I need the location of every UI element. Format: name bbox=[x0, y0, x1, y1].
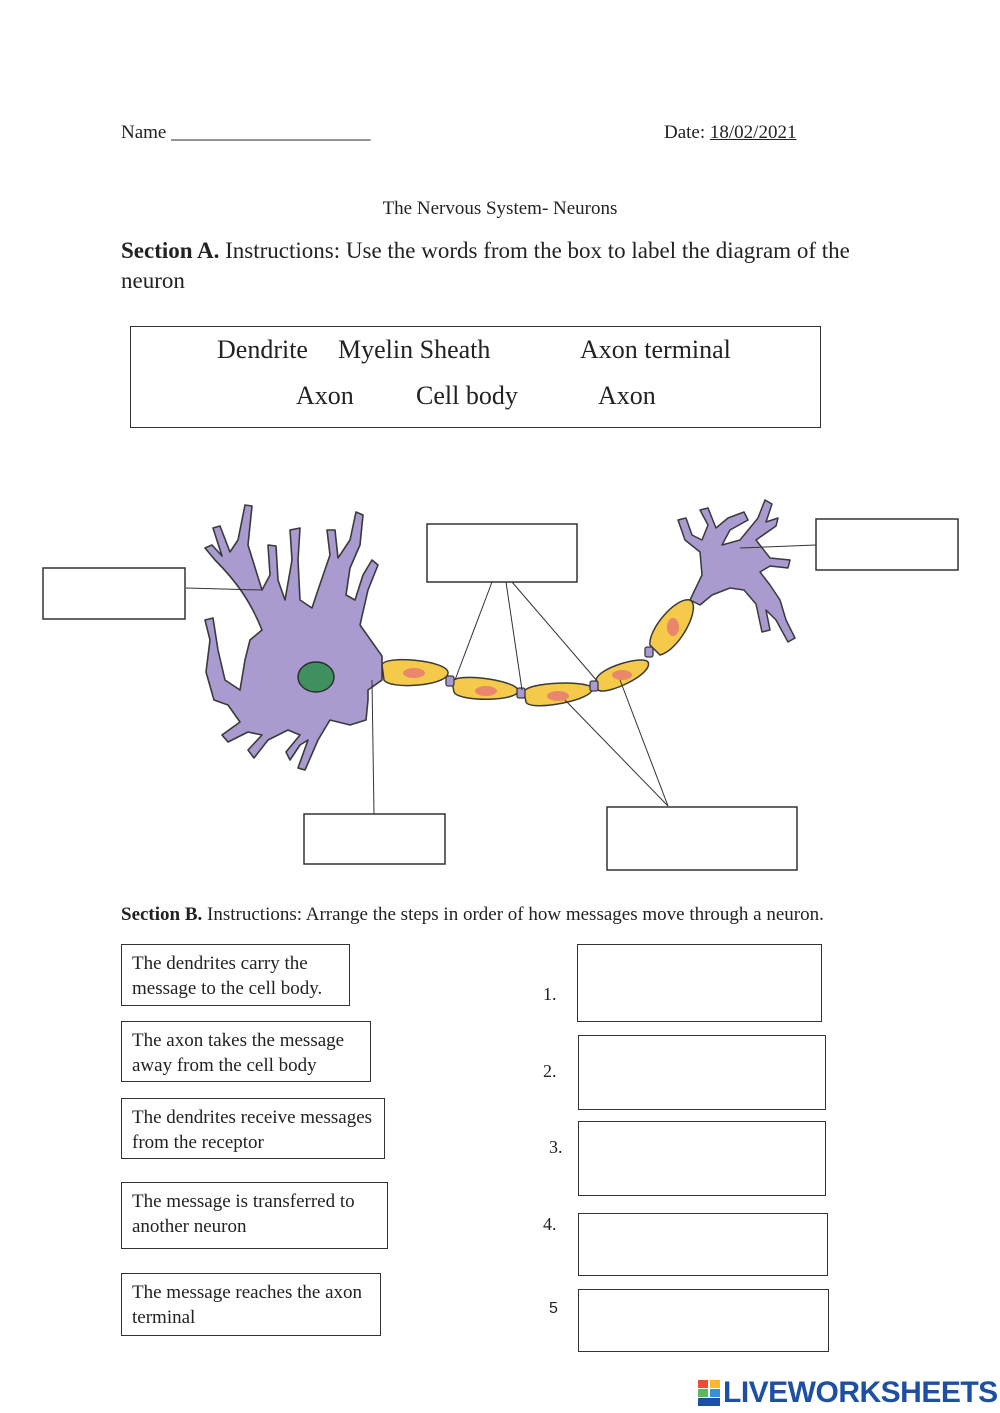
section-a-instructions: Section A. Instructions: Use the words f… bbox=[121, 236, 881, 296]
section-a-heading: Section A. bbox=[121, 238, 220, 263]
label-box-myelin[interactable] bbox=[426, 523, 578, 583]
section-b-text: Instructions: Arrange the steps in order… bbox=[207, 904, 824, 925]
date-field: Date: 18/02/2021 bbox=[664, 122, 796, 144]
label-box-axon-terminal[interactable] bbox=[815, 518, 959, 571]
step-card[interactable]: The axon takes the message away from the… bbox=[121, 1021, 371, 1082]
step-number: 2. bbox=[543, 1061, 557, 1081]
neuron-diagram bbox=[42, 499, 959, 871]
word-bank: Dendrite Myelin Sheath Axon terminal Axo… bbox=[130, 326, 821, 428]
step-card[interactable]: The dendrites receive messages from the … bbox=[121, 1098, 385, 1159]
word-bank-item[interactable]: Dendrite bbox=[217, 335, 308, 364]
date-label: Date: bbox=[664, 122, 706, 143]
word-bank-item[interactable]: Axon bbox=[598, 381, 656, 410]
step-card[interactable]: The message reaches the axon terminal bbox=[121, 1273, 381, 1336]
step-card[interactable]: The dendrites carry the message to the c… bbox=[121, 944, 350, 1006]
label-box-axon[interactable] bbox=[606, 806, 798, 871]
liveworksheets-wordmark: LIVEWORKSHEETS bbox=[723, 1376, 998, 1409]
section-a-text: Instructions: Use the words from the box… bbox=[121, 238, 850, 293]
label-box-cell-body[interactable] bbox=[303, 813, 446, 865]
answer-box-1[interactable] bbox=[577, 944, 822, 1022]
name-label: Name bbox=[121, 122, 167, 143]
axon-terminal bbox=[677, 499, 796, 643]
step-card[interactable]: The message is transferred to another ne… bbox=[121, 1182, 388, 1249]
answer-box-2[interactable] bbox=[578, 1035, 826, 1110]
name-blank[interactable]: _____________________ bbox=[171, 122, 371, 143]
date-value: 18/02/2021 bbox=[709, 122, 797, 143]
step-number: 1. bbox=[543, 984, 557, 1004]
word-bank-item[interactable]: Cell body bbox=[416, 381, 518, 410]
step-number: 3. bbox=[549, 1137, 563, 1157]
nucleus bbox=[297, 661, 335, 693]
section-b-heading: Section B. bbox=[121, 904, 203, 925]
label-box-dendrite[interactable] bbox=[42, 567, 186, 620]
page-title: The Nervous System- Neurons bbox=[382, 198, 618, 219]
name-field: Name _____________________ bbox=[121, 122, 371, 144]
word-bank-item[interactable]: Axon bbox=[296, 381, 354, 410]
word-bank-item[interactable]: Axon terminal bbox=[580, 335, 731, 364]
leader-lines bbox=[185, 544, 817, 815]
section-b-instructions: Section B. Instructions: Arrange the ste… bbox=[121, 904, 824, 926]
answer-box-5[interactable] bbox=[578, 1289, 829, 1352]
liveworksheets-logo-icon bbox=[698, 1380, 720, 1406]
answer-box-3[interactable] bbox=[578, 1121, 826, 1196]
word-bank-item[interactable]: Myelin Sheath bbox=[338, 335, 491, 364]
step-number: 4. bbox=[543, 1214, 557, 1234]
liveworksheets-logo: LIVEWORKSHEETS bbox=[697, 1376, 998, 1410]
answer-box-4[interactable] bbox=[578, 1213, 828, 1276]
dendrites bbox=[204, 504, 383, 771]
step-number: 5 bbox=[549, 1300, 558, 1317]
